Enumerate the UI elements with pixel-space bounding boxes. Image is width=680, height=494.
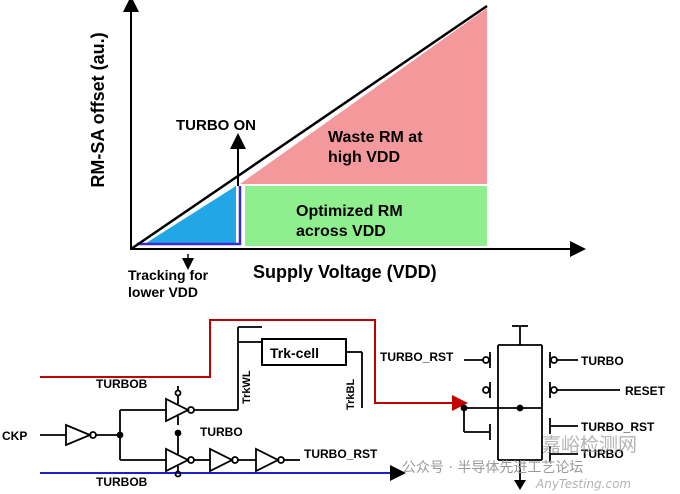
trk-cell-label: Trk-cell: [270, 345, 319, 361]
tracking-border: [137, 186, 242, 246]
ckp-label: CKP: [2, 429, 27, 443]
circuit-labels: Trk-cell TrkWL TrkBL CKP TURBOB TURBO TU…: [2, 345, 666, 489]
tracking-label-line1: Tracking for: [128, 267, 209, 283]
waste-rm-label-line2: high VDD: [328, 149, 400, 166]
turbo-rst-right-label: TURBO_RST: [581, 420, 655, 434]
tracking-label-line2: lower VDD: [128, 284, 198, 300]
watermark-site-cn: 嘉峪检测网: [542, 434, 637, 456]
turbo-mid-label: TURBO: [200, 425, 243, 439]
turbo-rst-chain-label: TURBO_RST: [304, 447, 378, 461]
rm-diagonal: [130, 4, 488, 251]
waste-rm-label-line1: Waste RM at: [328, 129, 423, 146]
turbo-on-label: TURBO ON: [176, 117, 256, 134]
turbo-rst-left-label: TURBO_RST: [380, 350, 454, 364]
watermark: 公众号 · 半导体先进工艺论坛 嘉峪检测网 AnyTesting.com: [402, 434, 637, 491]
watermark-wechat: 公众号 · 半导体先进工艺论坛: [402, 460, 583, 476]
turbob-bottom-label: TURBOB: [96, 475, 148, 489]
y-axis-label: RM-SA offset (au.): [88, 32, 108, 187]
ckp-buffer: [65, 423, 93, 447]
tristate-inverter-top: [165, 397, 191, 423]
chain-inverter-2: [255, 447, 281, 473]
optimized-rm-label-line2: across VDD: [296, 223, 386, 240]
turbo-right-bottom-label: TURBO: [581, 447, 624, 461]
red-signal-line: [40, 319, 468, 411]
tristate-inverter-bottom: [165, 447, 191, 473]
optimized-rm-label-line1: Optimized RM: [296, 203, 403, 220]
reset-label: RESET: [625, 384, 666, 398]
x-axis-label: Supply Voltage (VDD): [253, 262, 437, 282]
watermark-site-en: AnyTesting.com: [535, 477, 631, 491]
tracking-region: [143, 186, 236, 245]
optimized-rm-region: [245, 186, 487, 246]
trkwl-label: TrkWL: [241, 370, 253, 404]
trkbl-label: TrkBL: [345, 379, 357, 410]
turbo-right-top-label: TURBO: [581, 354, 624, 368]
chain-inverter-1: [209, 447, 235, 473]
turbob-top-label: TURBOB: [96, 377, 148, 391]
tracking-circuit: [40, 319, 620, 481]
waste-rm-region: [240, 8, 487, 184]
rm-vs-vdd-graph: RM-SA offset (au.) Supply Voltage (VDD) …: [88, 0, 586, 300]
ground-arrow: [514, 480, 526, 490]
